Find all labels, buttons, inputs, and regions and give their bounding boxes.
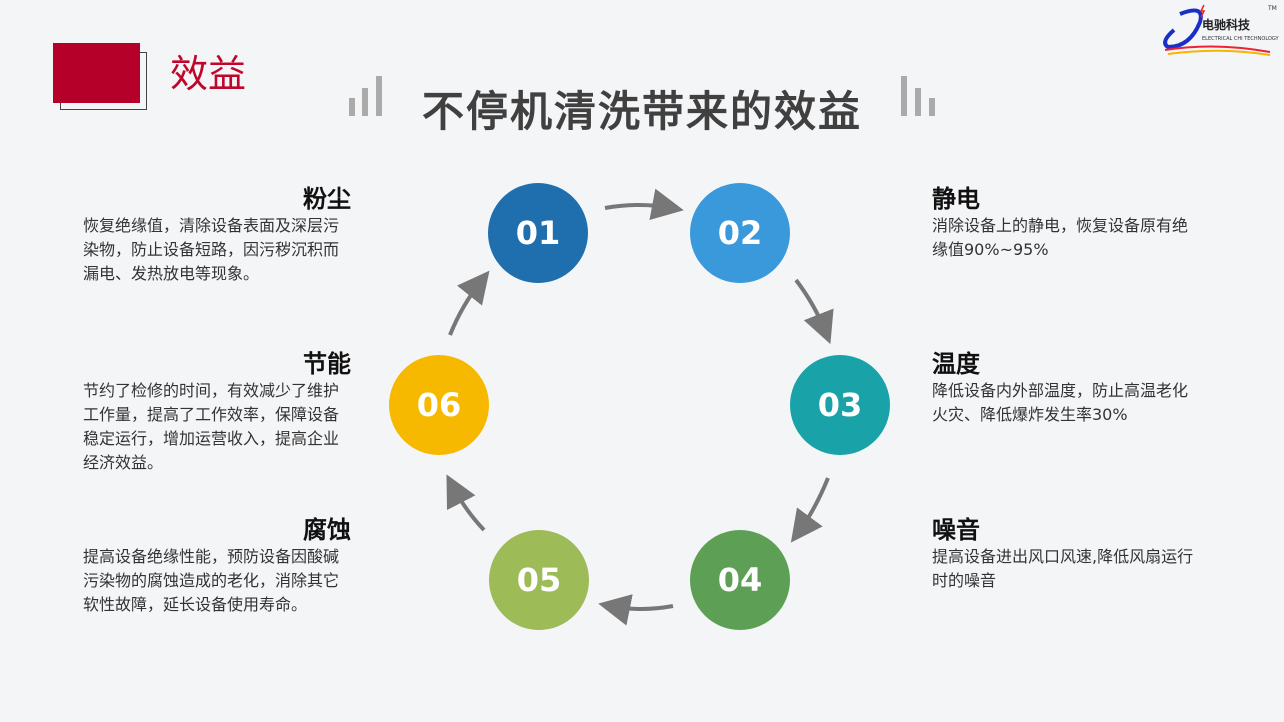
benefit-text: 节约了检修的时间，有效减少了维护工作量，提高了工作效率，保障设备稳定运行，增加运… [83,381,340,472]
title-deco-bar [362,88,368,116]
page-title: 不停机清洗带来的效益 [421,87,862,136]
section-label: 效益 [170,52,247,96]
benefit-text: 提高设备进出风口风速,降低风扇运行时的噪音 [932,547,1194,590]
benefit-noise: 噪音 提高设备进出风口风速,降低风扇运行时的噪音 [932,515,1202,593]
logo-mark [1163,4,1271,56]
benefit-heading: 静电 [932,185,980,213]
benefit-static: 静电 消除设备上的静电，恢复设备原有绝缘值90%~95% [932,184,1202,262]
arrow-01-02 [604,188,684,221]
benefit-heading: 噪音 [932,516,980,544]
step-circle-05: 05 [489,530,589,630]
benefit-text: 提高设备绝缘性能，预防设备因酸碱污染物的腐蚀造成的老化，消除其它软性故障，延长设… [83,547,340,614]
arrow-04-05 [598,594,674,626]
section-square [53,43,140,103]
title-deco-bar [349,98,355,116]
benefit-heading: 节能 [303,350,351,378]
benefit-text: 消除设备上的静电，恢复设备原有绝缘值90%~95% [932,216,1189,259]
arrow-06-01 [448,270,490,336]
logo-tm: TM [1268,5,1277,12]
benefit-energy: 节能 节约了检修的时间，有效减少了维护工作量，提高了工作效率，保障设备稳定运行，… [83,349,353,475]
benefit-heading: 温度 [932,350,980,378]
step-circle-03: 03 [790,355,890,455]
arrow-02-03 [794,278,834,345]
benefit-dust: 粉尘 恢复绝缘值，清除设备表面及深层污染物，防止设备短路，因污秽沉积而漏电、发热… [83,184,353,286]
benefit-heading: 粉尘 [303,185,351,213]
benefit-temperature: 温度 降低设备内外部温度，防止高温老化火灾、降低爆炸发生率30% [932,349,1202,427]
benefit-heading: 腐蚀 [303,516,351,544]
step-circle-04: 04 [690,530,790,630]
step-circle-02: 02 [690,183,790,283]
title-deco-bar [929,98,935,116]
benefit-text: 恢复绝缘值，清除设备表面及深层污染物，防止设备短路，因污秽沉积而漏电、发热放电等… [83,216,340,283]
benefit-corrosion: 腐蚀 提高设备绝缘性能，预防设备因酸碱污染物的腐蚀造成的老化，消除其它软性故障，… [83,515,353,617]
title-deco-bar [376,76,382,116]
logo: 电驰科技 ELECTRICAL CHI TECHNOLOGY TM [1160,2,1284,56]
step-circle-01: 01 [488,183,588,283]
logo-text: 电驰科技 [1202,18,1251,32]
logo-subtext: ELECTRICAL CHI TECHNOLOGY [1202,36,1279,42]
arrow-03-04 [790,477,830,543]
title-deco-bar [915,88,921,116]
arrow-05-06 [446,474,486,532]
title-deco-bar [901,76,907,116]
step-circle-06: 06 [389,355,489,455]
benefit-text: 降低设备内外部温度，防止高温老化火灾、降低爆炸发生率30% [932,381,1189,424]
